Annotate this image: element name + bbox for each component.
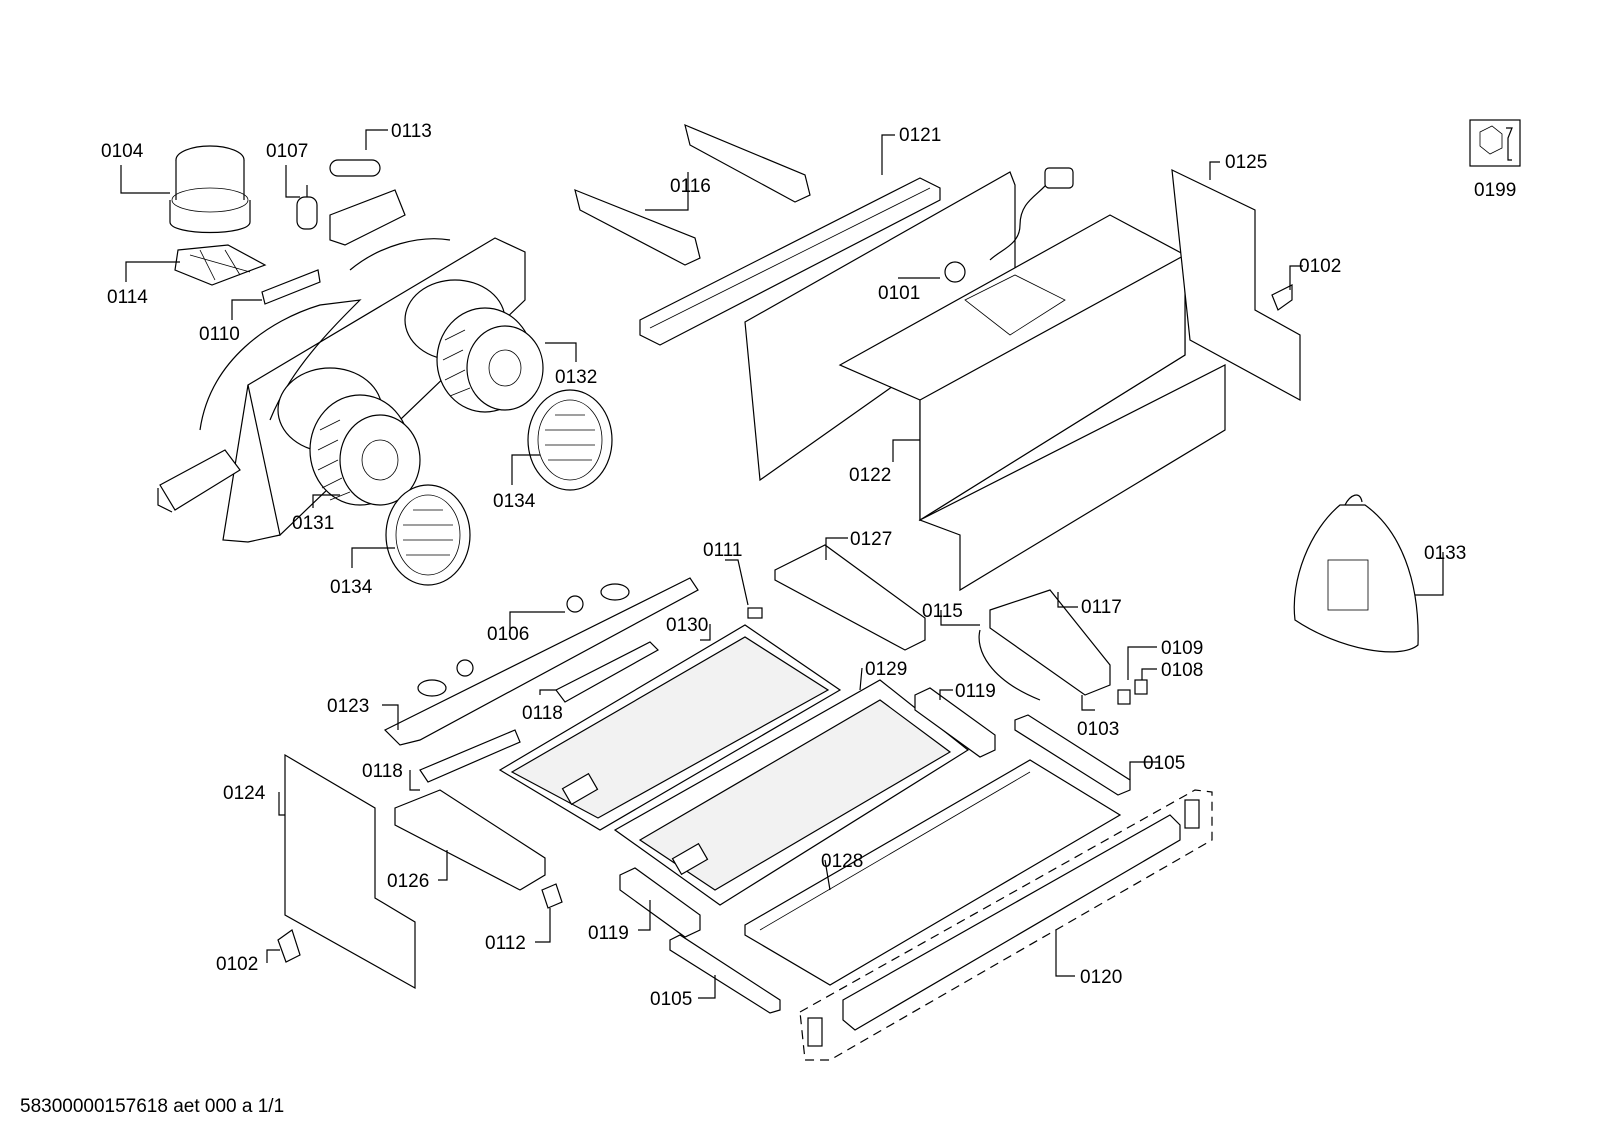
- lamp-holder-part: [383, 577, 699, 746]
- label-0126: 0126: [387, 871, 429, 892]
- label-0124: 0124: [223, 783, 266, 804]
- label-0129: 0129: [865, 659, 907, 680]
- label-0114: 0114: [107, 287, 148, 308]
- motor-cover-grille-part: [527, 389, 613, 491]
- drawing-reference-code: 58300000157618 aet 000 a 1/1: [20, 1096, 285, 1117]
- label-0134-upper: 0134: [493, 491, 536, 512]
- leader-lines: [120, 129, 1444, 999]
- label-0110: 0110: [199, 324, 240, 345]
- label-0107: 0107: [266, 141, 308, 162]
- cover-cap-part: [541, 883, 563, 909]
- label-0112: 0112: [485, 933, 526, 954]
- label-0105-upper: 0105: [1143, 753, 1185, 774]
- grease-filter-part: [498, 624, 842, 831]
- label-0131: 0131: [292, 513, 334, 534]
- label-0103: 0103: [1077, 719, 1119, 740]
- backdraft-flap-part: [174, 244, 267, 286]
- label-0122: 0122: [849, 465, 891, 486]
- label-0118-upper: 0118: [522, 703, 563, 724]
- lamp-cover-part: [419, 641, 659, 783]
- fan-wheel-part: [309, 394, 421, 506]
- label-0120: 0120: [1080, 967, 1122, 988]
- label-0121: 0121: [899, 125, 941, 146]
- label-0119-upper: 0119: [955, 681, 996, 702]
- housing-part: [744, 171, 1226, 592]
- fan-wheel-part-2: [436, 307, 544, 413]
- label-0130: 0130: [666, 615, 708, 636]
- label-0106: 0106: [487, 624, 529, 645]
- guide-rail-part: [669, 714, 1131, 1014]
- terminal-part: [329, 159, 406, 246]
- bracket-clip-part-2: [277, 929, 301, 963]
- accessory-bag-part: [1293, 494, 1419, 653]
- light-profile-part: [774, 544, 926, 651]
- side-panel-part: [1171, 168, 1301, 402]
- switch-part: [1134, 679, 1148, 695]
- label-0104: 0104: [101, 141, 144, 162]
- label-0132: 0132: [555, 367, 597, 388]
- label-0118-lower: 0118: [362, 761, 403, 782]
- wrench-nut-icon: [1469, 119, 1521, 167]
- label-0109: 0109: [1161, 638, 1203, 659]
- duct-collar-part: [169, 145, 251, 234]
- label-0105-lower: 0105: [650, 989, 692, 1010]
- control-module-part: [978, 589, 1111, 701]
- label-0134-lower: 0134: [330, 577, 373, 598]
- label-0113: 0113: [391, 121, 432, 142]
- label-0102-lower: 0102: [216, 954, 258, 975]
- label-0101: 0101: [878, 283, 920, 304]
- label-0115: 0115: [922, 601, 963, 622]
- visor-panel-part: [744, 759, 1122, 986]
- label-0133: 0133: [1424, 543, 1466, 564]
- label-0128: 0128: [821, 851, 863, 872]
- label-0102-upper: 0102: [1299, 256, 1341, 277]
- label-0127: 0127: [850, 529, 892, 550]
- lower-bracket-part: [394, 789, 546, 891]
- rail-profile-part: [639, 177, 941, 346]
- knob-part: [1117, 689, 1131, 705]
- label-0117: 0117: [1081, 597, 1122, 618]
- label-0119-lower: 0119: [588, 923, 629, 944]
- label-0116: 0116: [670, 176, 711, 197]
- label-0108: 0108: [1161, 660, 1203, 681]
- connector-strip-part: [261, 269, 321, 305]
- motor-cover-grille-part-2: [385, 484, 471, 586]
- bracket-clip-part: [1271, 284, 1293, 311]
- label-0123: 0123: [327, 696, 369, 717]
- clip-part: [747, 607, 763, 619]
- side-wall-part: [284, 753, 416, 990]
- power-cable-part: [989, 167, 1074, 261]
- capacitor-part: [296, 185, 318, 230]
- label-0125: 0125: [1225, 152, 1267, 173]
- label-0111: 0111: [703, 540, 742, 561]
- filter-frame-part: [613, 679, 970, 906]
- front-strip-part: [799, 789, 1213, 1061]
- mounting-bracket-part: [574, 123, 811, 266]
- strain-relief-part: [944, 261, 966, 283]
- end-cap-part: [619, 687, 996, 938]
- label-0199: 0199: [1474, 180, 1516, 201]
